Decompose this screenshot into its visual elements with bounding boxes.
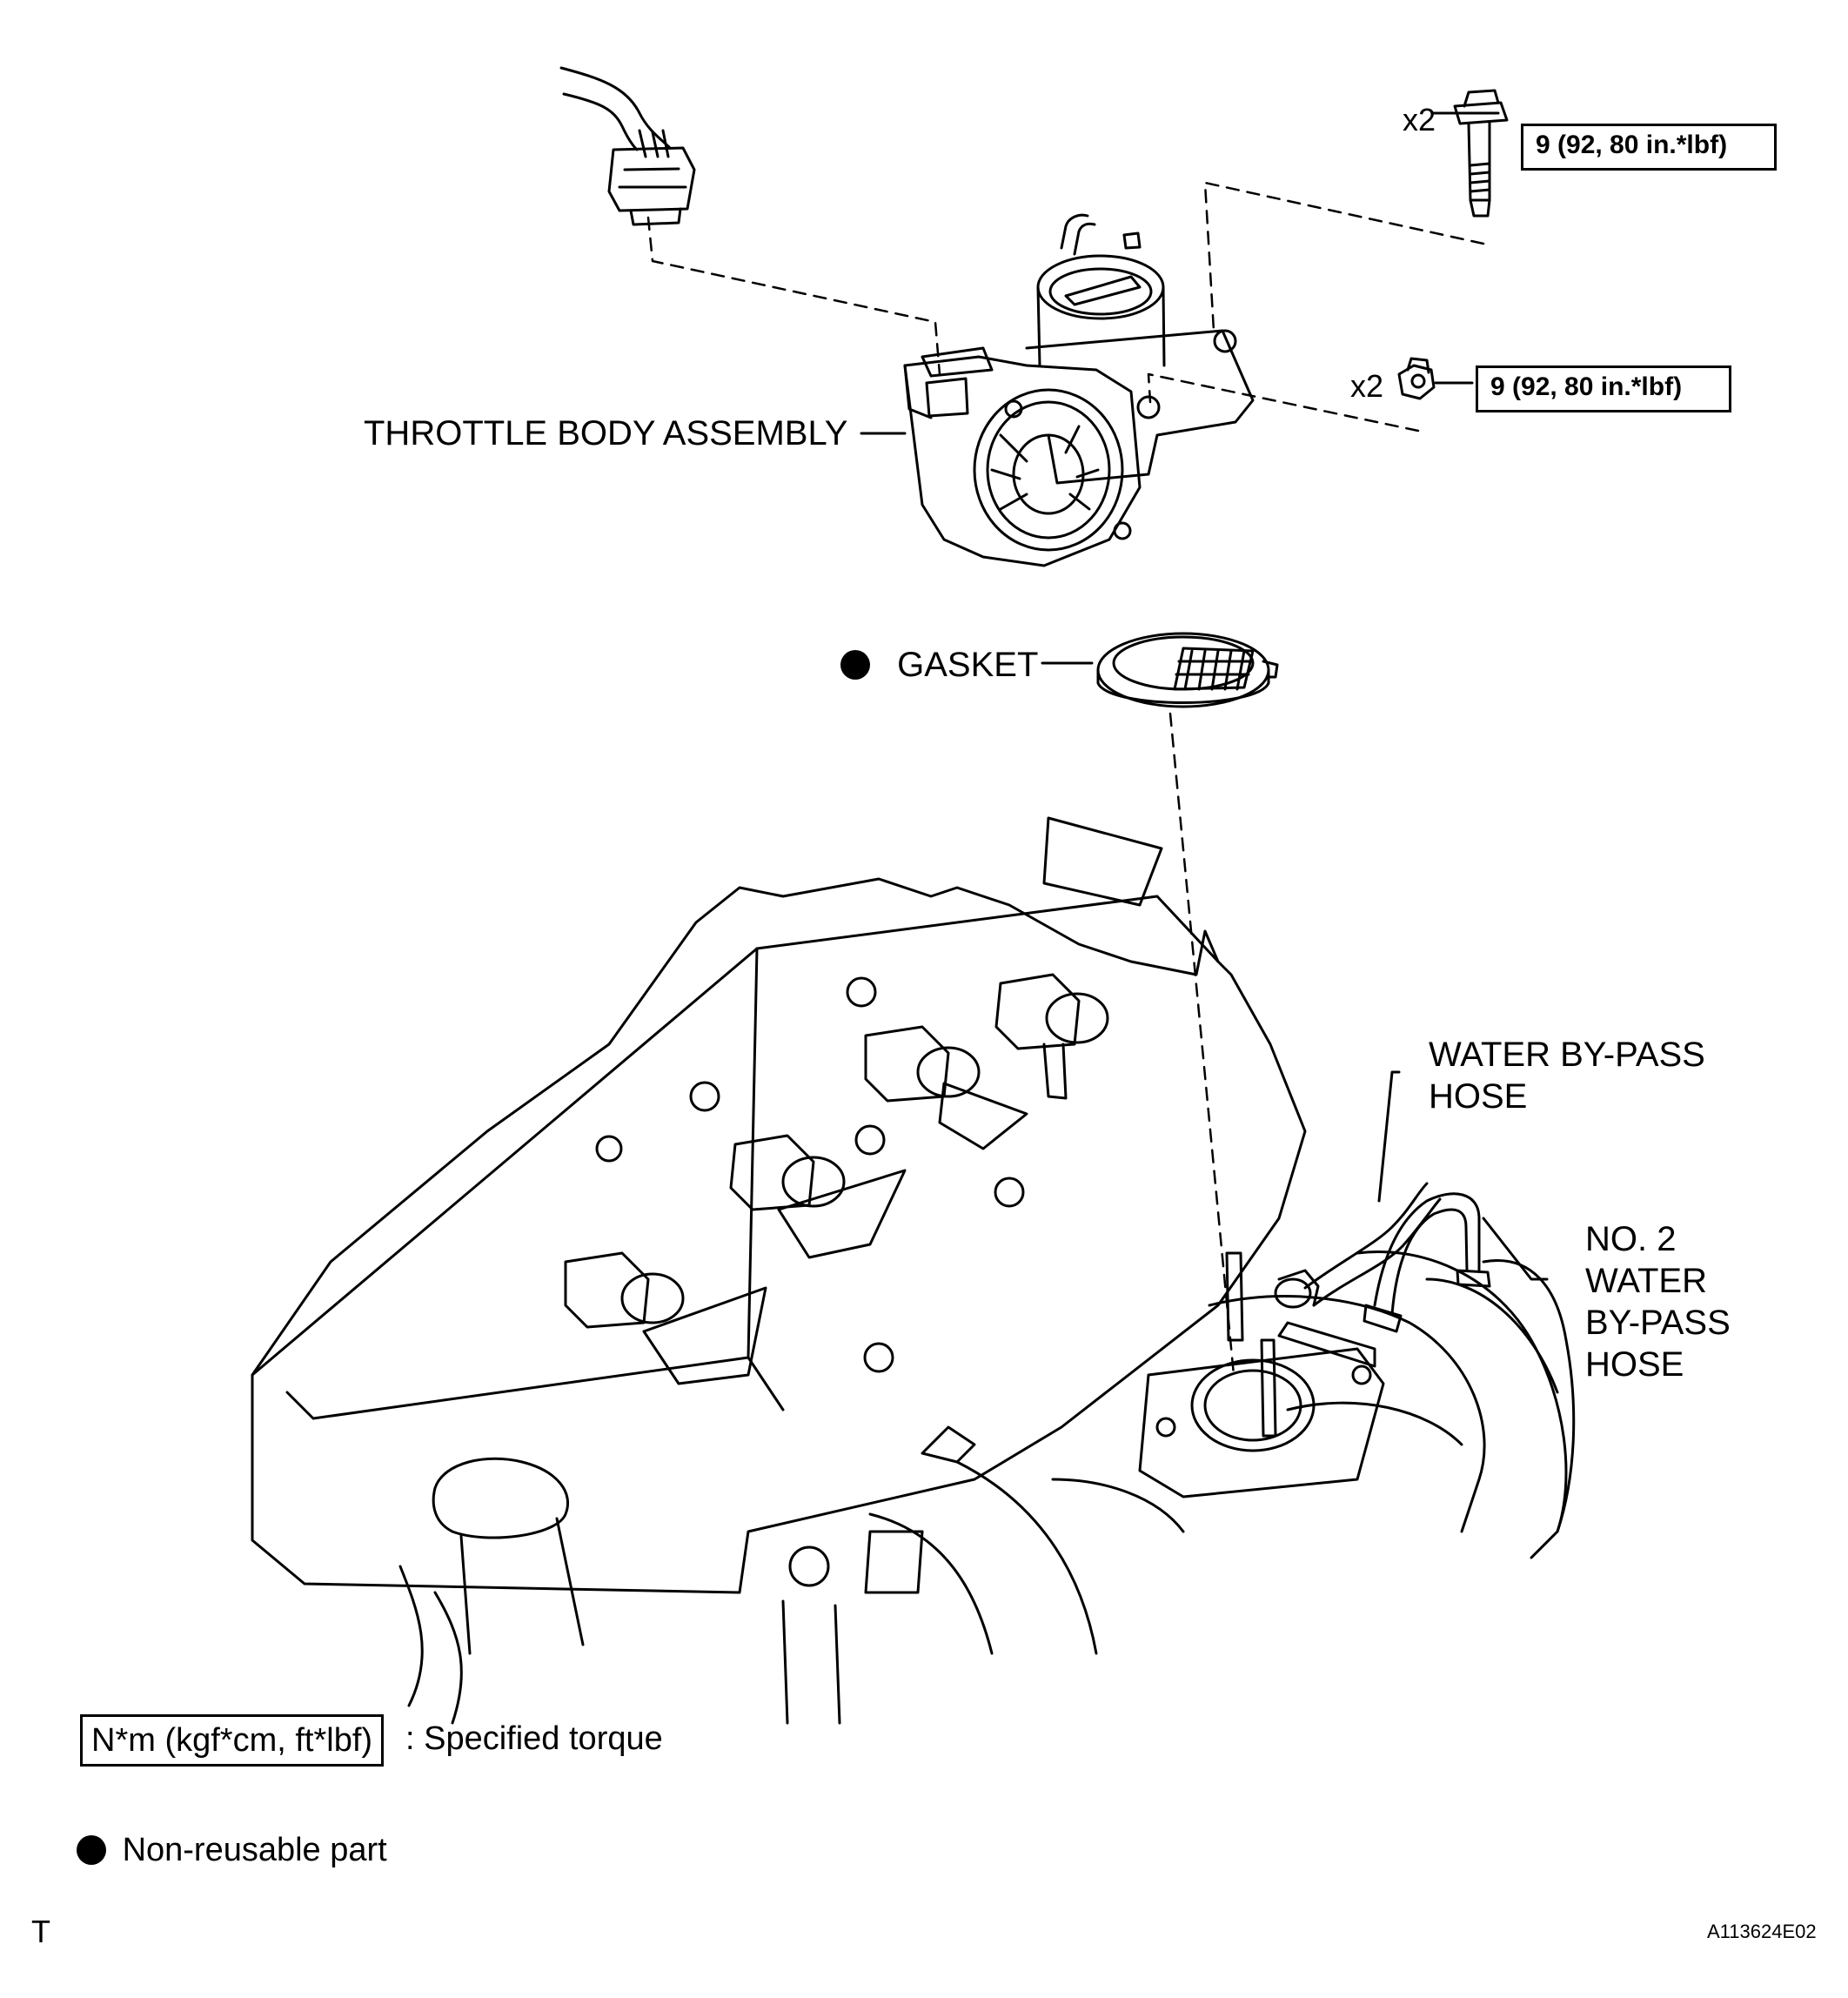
torque-legend-desc: : Specified torque bbox=[405, 1720, 663, 1757]
gasket-label: GASKET bbox=[897, 646, 1039, 685]
gasket-label-row: GASKET bbox=[840, 642, 1038, 686]
non-reusable-legend-dot-icon bbox=[77, 1834, 106, 1865]
nonreusable-legend-desc: Non-reusable part bbox=[122, 1831, 387, 1868]
throttle-body-drawing bbox=[903, 213, 1255, 567]
leader-lines bbox=[860, 111, 1549, 1281]
nut bbox=[1397, 357, 1436, 400]
alignment-lines bbox=[646, 181, 1485, 1377]
no2-line-4: HOSE bbox=[1585, 1345, 1684, 1384]
no2-line-1: NO. 2 bbox=[1585, 1220, 1677, 1258]
engine-drawing bbox=[251, 816, 1576, 1725]
figure-id: A113624E02 bbox=[1707, 1921, 1817, 1942]
non-reusable-dot-icon bbox=[840, 650, 870, 681]
water-bypass-line-1: WATER BY-PASS bbox=[1429, 1036, 1705, 1074]
nut-quantity: x2 bbox=[1350, 368, 1384, 404]
nut-torque-box: 9 (92, 80 in.*lbf) bbox=[1476, 365, 1731, 412]
bolt-quantity: x2 bbox=[1403, 102, 1436, 137]
torque-legend-box: N*m (kgf*cm, ft*lbf) bbox=[80, 1714, 385, 1767]
no2-line-3: BY-PASS bbox=[1585, 1304, 1731, 1342]
gasket-drawing bbox=[1096, 632, 1279, 708]
corner-mark: T bbox=[31, 1914, 50, 1949]
water-bypass-line-2: HOSE bbox=[1429, 1077, 1528, 1116]
nonreusable-legend: Non-reusable part bbox=[77, 1827, 387, 1871]
no2-line-2: WATER bbox=[1585, 1262, 1707, 1300]
no2-water-bypass-hose-label: NO. 2 WATER BY-PASS HOSE bbox=[1585, 1218, 1731, 1385]
bolt-torque-box: 9 (92, 80 in.*lbf) bbox=[1521, 124, 1777, 171]
water-bypass-hose-label: WATER BY-PASS HOSE bbox=[1429, 1034, 1705, 1117]
bolt bbox=[1453, 89, 1509, 218]
throttle-body-label: THROTTLE BODY ASSEMBLY bbox=[364, 414, 848, 453]
throttle-connector bbox=[559, 66, 696, 226]
